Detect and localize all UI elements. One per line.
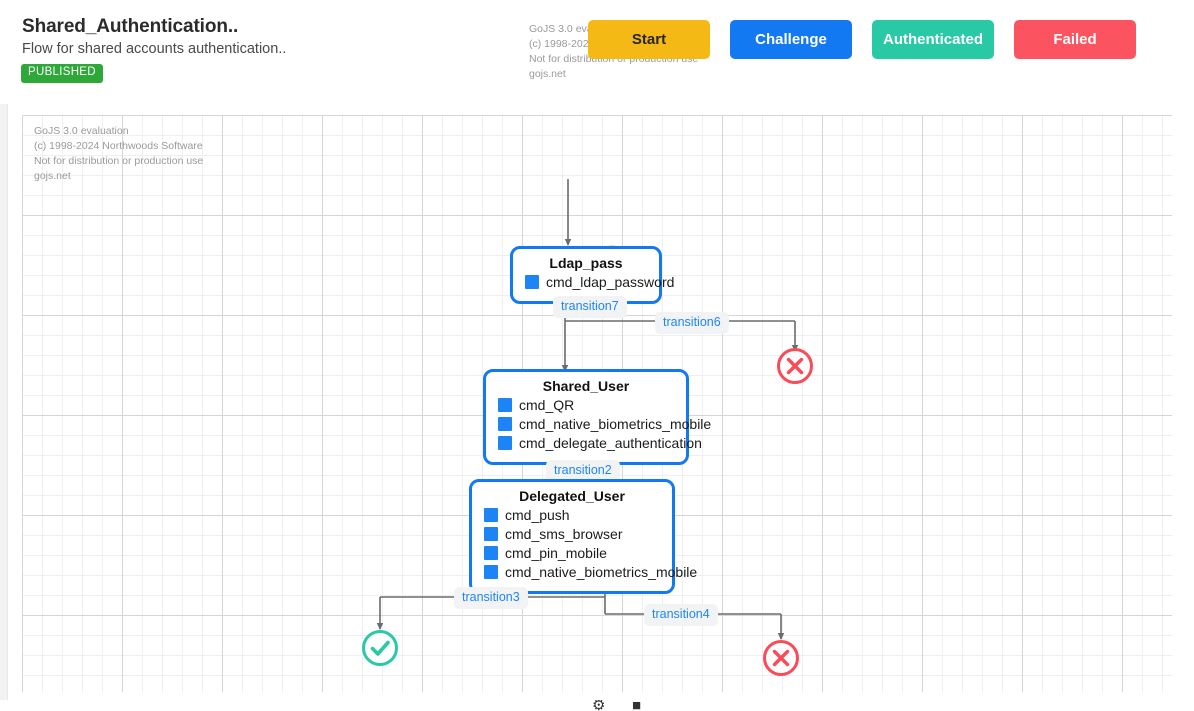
command-row[interactable]: cmd_native_biometrics_mobile [498,416,711,432]
flow-header: Shared_Authentication.. Flow for shared … [0,0,1194,104]
canvas-toolbar[interactable]: ⚙ ■ [0,700,1194,711]
page-description: Flow for shared accounts authentication.… [22,41,287,57]
check-circle-icon [362,630,398,666]
command-chip-icon [484,546,498,560]
flow-diagram-canvas[interactable]: GoJS 3.0 evaluation (c) 1998-2024 Northw… [22,115,1172,692]
end-node-success[interactable] [360,628,400,668]
command-row[interactable]: cmd_ldap_password [525,274,674,290]
zoom-in-icon[interactable]: ⚙ [592,700,606,711]
x-circle-icon [777,348,813,384]
left-gutter [0,0,8,711]
command-chip-icon [484,508,498,522]
header-button-group: Start Challenge Authenticated Failed [588,20,1136,59]
command-chip-icon [484,527,498,541]
node-title-ldap-pass: Ldap_pass [549,255,623,271]
command-label: cmd_push [505,507,570,523]
transition-label-transition3[interactable]: transition3 [454,587,528,609]
command-chip-icon [525,275,539,289]
transition-label-transition6[interactable]: transition6 [655,312,729,334]
command-row[interactable]: cmd_delegate_authentication [498,435,702,451]
diagram-layer: transition5 Ldap_pass cmd_ldap_password … [22,115,1172,692]
edge-layer [376,179,799,640]
start-button[interactable]: Start [588,20,710,59]
command-label: cmd_pin_mobile [505,545,607,561]
x-circle-icon [763,640,799,676]
authenticated-button[interactable]: Authenticated [872,20,994,59]
transition-label-transition4[interactable]: transition4 [644,604,718,626]
command-chip-icon [484,565,498,579]
watermark-line-4: gojs.net [529,68,566,80]
command-chip-icon [498,417,512,431]
command-chip-icon [498,436,512,450]
command-label: cmd_sms_browser [505,526,623,542]
failed-button[interactable]: Failed [1014,20,1136,59]
command-label: cmd_QR [519,397,575,413]
command-row[interactable]: cmd_pin_mobile [484,545,660,561]
command-row[interactable]: cmd_sms_browser [484,526,660,542]
command-row[interactable]: cmd_QR [498,397,674,413]
command-label: cmd_native_biometrics_mobile [505,564,698,580]
command-row[interactable]: cmd_native_biometrics_mobile [484,564,697,580]
challenge-button[interactable]: Challenge [730,20,852,59]
node-shared-user[interactable]: Shared_User cmd_QR cmd_native_biometrics… [483,369,711,465]
transition-label-transition2[interactable]: transition2 [546,460,620,482]
command-row[interactable]: cmd_push [484,507,660,523]
node-title-shared-user: Shared_User [542,378,630,394]
command-chip-icon [498,398,512,412]
end-node-failed-bottom[interactable] [761,638,801,678]
fit-to-screen-icon[interactable]: ■ [632,700,642,711]
command-label: cmd_native_biometrics_mobile [519,416,712,432]
status-badge: PUBLISHED [21,64,103,83]
node-delegated-user[interactable]: Delegated_User cmd_push cmd_sms_browser … [469,479,697,594]
node-title-delegated-user: Delegated_User [519,488,625,504]
end-node-failed-top[interactable] [775,346,815,386]
page-title: Shared_Authentication.. [22,16,239,37]
command-label: cmd_ldap_password [546,274,675,290]
transition-label-transition7[interactable]: transition7 [553,296,627,318]
command-label: cmd_delegate_authentication [519,435,702,451]
